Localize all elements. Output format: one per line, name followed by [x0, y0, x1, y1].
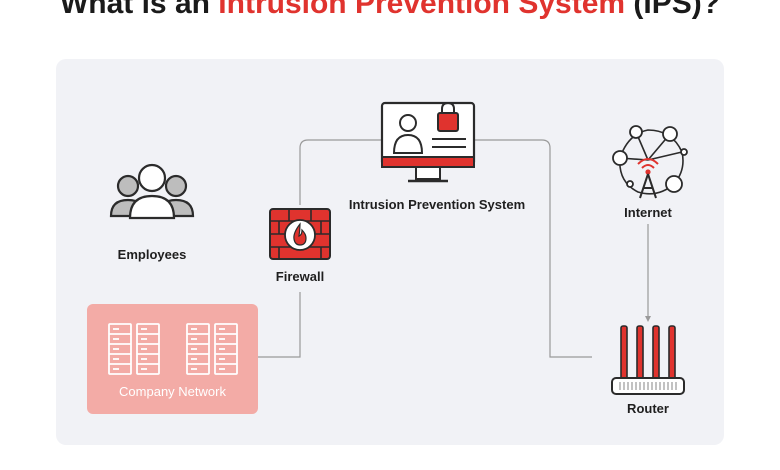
internet-label: Internet [624, 205, 672, 220]
connector-company-firewall [258, 292, 301, 358]
firewall-label: Firewall [275, 269, 325, 284]
connector-ips-router [474, 139, 592, 358]
company-network-label: Company Network [119, 384, 226, 399]
server-rack-icon [186, 323, 238, 375]
network-globe-icon [612, 125, 688, 199]
firewall-flame-icon [269, 208, 331, 260]
arrow-head-router [645, 316, 651, 322]
connector-firewall-ips [299, 139, 384, 205]
router-antenna-icon [611, 325, 685, 395]
title-prefix: What is an [59, 0, 219, 20]
title-highlight: Intrusion Prevention System [218, 0, 626, 20]
ips-label: Intrusion Prevention System [348, 197, 526, 212]
employees-label: Employees [117, 247, 187, 262]
server-rack-icon [108, 323, 160, 375]
page-title: What is an Intrusion Prevention System (… [0, 0, 780, 24]
router-label: Router [627, 401, 669, 416]
monitor-lock-icon [380, 101, 476, 183]
company-network-box: Company Network [87, 304, 258, 414]
people-group-icon [109, 163, 195, 220]
title-suffix: (IPS)? [625, 0, 721, 20]
